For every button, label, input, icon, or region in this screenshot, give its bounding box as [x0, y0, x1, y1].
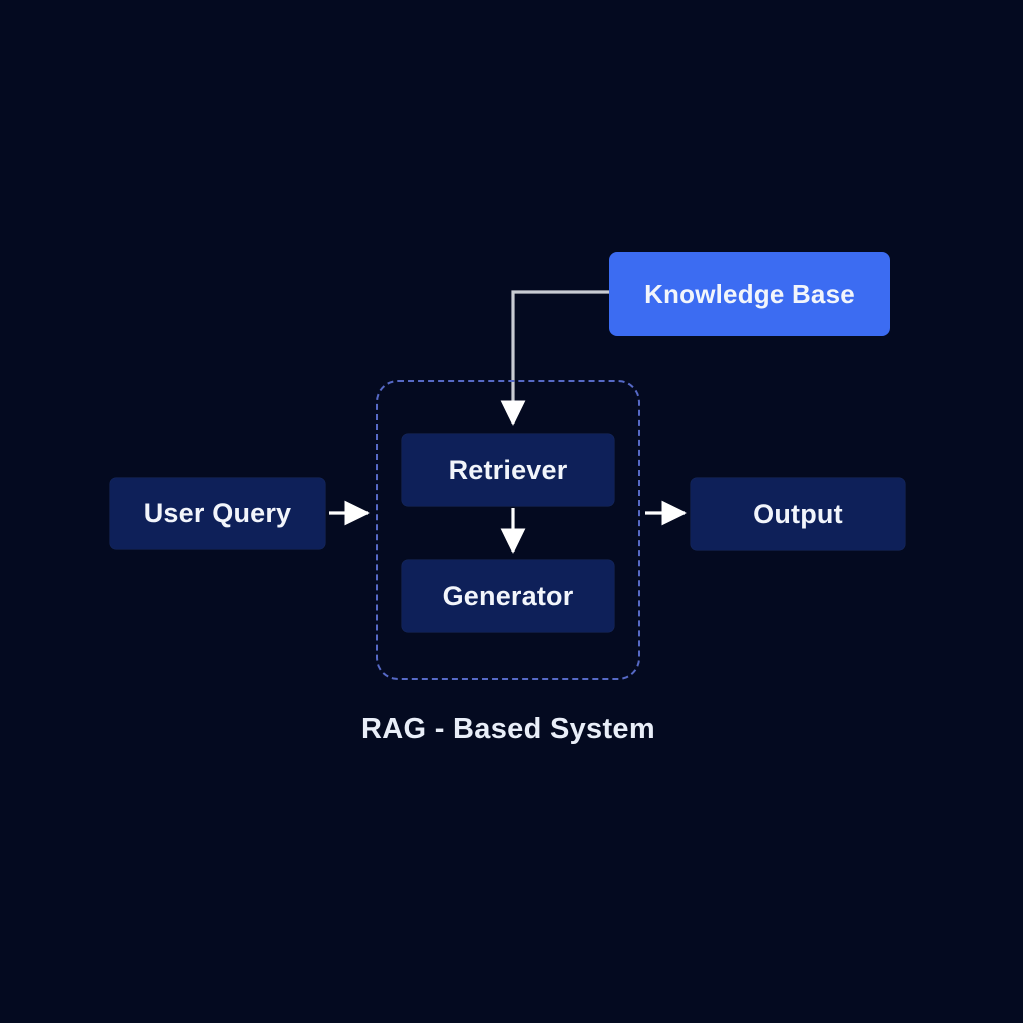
node-knowledge-base[interactable]: Knowledge Base	[609, 252, 890, 336]
node-output[interactable]: Output	[691, 478, 905, 550]
rag-system-group	[376, 380, 640, 680]
node-knowledge-base-label: Knowledge Base	[644, 279, 855, 309]
node-user-query-label: User Query	[143, 498, 292, 528]
node-user-query[interactable]: User Query	[110, 478, 325, 549]
node-retriever[interactable]: Retriever	[402, 434, 614, 506]
node-generator[interactable]: Generator	[402, 560, 614, 632]
node-output-label: Output	[753, 498, 843, 529]
node-generator-label: Generator	[442, 580, 574, 611]
rag-system-caption: RAG - Based System	[361, 713, 655, 745]
node-retriever-label: Retriever	[448, 454, 568, 485]
